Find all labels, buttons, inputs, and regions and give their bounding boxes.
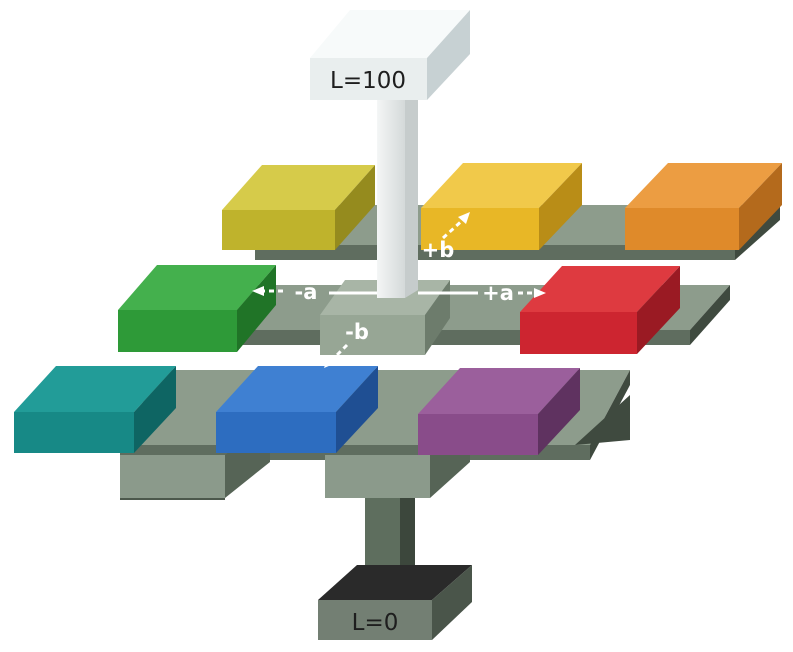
color-block-orange xyxy=(625,163,782,250)
color-block-yellow-green xyxy=(222,165,375,250)
color-block-green xyxy=(118,265,276,352)
color-block-teal xyxy=(14,366,176,453)
label-plus-b: +b xyxy=(422,238,455,262)
upper-column xyxy=(377,88,418,298)
arrowheads xyxy=(252,212,546,368)
color-block-red xyxy=(520,266,680,354)
label-minus-b: -b xyxy=(345,320,369,344)
arrowhead-minus-b xyxy=(324,356,336,368)
label-L0: L=0 xyxy=(352,610,399,636)
color-block-purple xyxy=(418,368,580,455)
white-block-L100 xyxy=(310,10,470,100)
arrowhead-plus-b xyxy=(458,212,470,224)
black-block-L0 xyxy=(318,565,472,640)
color-block-blue xyxy=(216,366,378,453)
label-minus-a: -a xyxy=(295,280,318,304)
axis-arrows xyxy=(262,216,538,364)
arrowhead-plus-a xyxy=(534,288,546,298)
color-block-yellow xyxy=(421,163,582,250)
arrowhead-minus-a xyxy=(252,286,264,296)
label-L100: L=100 xyxy=(330,68,406,94)
label-plus-a: +a xyxy=(482,281,514,305)
